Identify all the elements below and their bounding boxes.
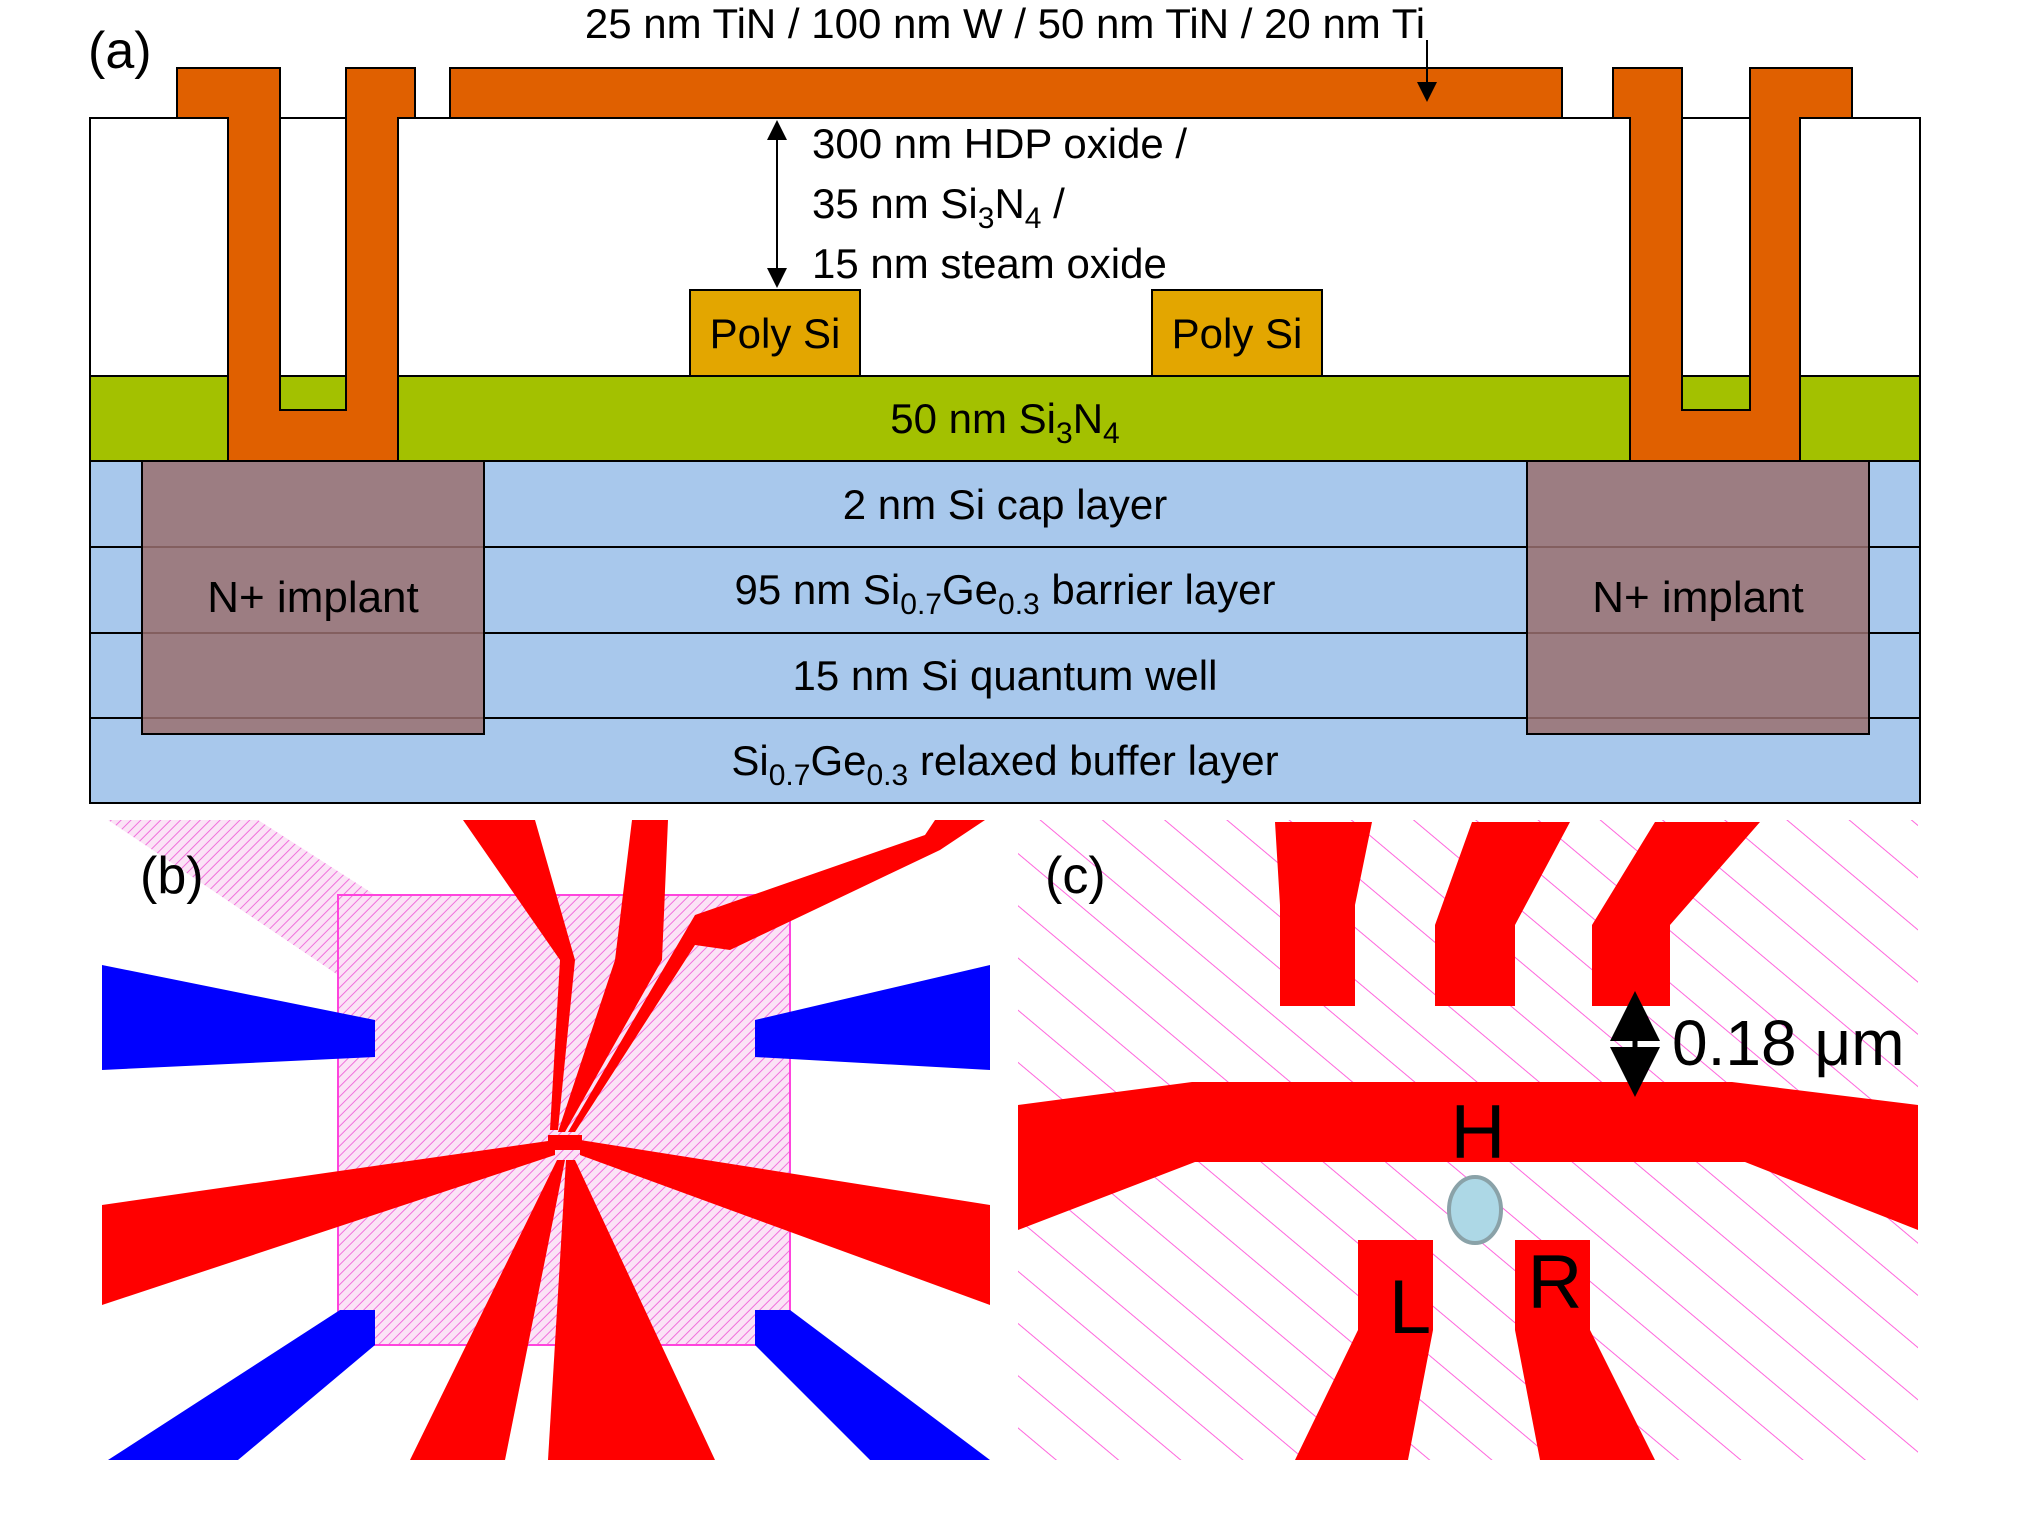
panel-b-gate-layout: (b) xyxy=(102,820,990,1460)
spacing-label: 0.18 μm xyxy=(1672,1007,1905,1079)
implant-right xyxy=(1526,460,1870,735)
gate-b-bottom-1 xyxy=(410,1160,565,1460)
buffer-layer-label: Si0.7Ge0.3 relaxed buffer layer xyxy=(731,737,1278,792)
gate-c-R xyxy=(1515,1240,1655,1460)
gate-L-label: L xyxy=(1389,1265,1431,1350)
metal-contact-left xyxy=(176,67,416,462)
gate-c-top-3 xyxy=(1592,822,1760,1006)
gate-b-top-1 xyxy=(463,820,575,1130)
poly-gate-left-label: Poly Si xyxy=(710,310,841,357)
panel-c-zoom: (c) 0.18 μm H L R xyxy=(1018,820,1918,1460)
gate-b-plunger xyxy=(548,1135,582,1150)
gate-H-label: H xyxy=(1451,1090,1506,1175)
oxide-label-line2: 35 nm Si3N4 / xyxy=(812,180,1065,235)
gate-b-bottom-3 xyxy=(569,1160,715,1460)
ohmic-contact-top-left xyxy=(102,965,375,1070)
gate-b-right-arm xyxy=(580,1140,990,1305)
quantum-well-label: 15 nm Si quantum well xyxy=(793,652,1218,699)
metal-stack-label: 25 nm TiN / 100 nm W / 50 nm TiN / 20 nm… xyxy=(585,0,1425,47)
gate-c-top-1 xyxy=(1275,822,1372,1006)
nitride-label: 50 nm Si3N4 xyxy=(890,395,1119,450)
metal-top-gate xyxy=(449,67,1563,119)
poly-gate-right-label: Poly Si xyxy=(1172,310,1303,357)
mesa-lead xyxy=(108,820,375,975)
implant-left-label: N+ implant xyxy=(207,573,419,622)
ohmic-contact-bottom-left xyxy=(108,1310,375,1460)
gate-R-label: R xyxy=(1528,1240,1583,1325)
implant-left xyxy=(141,460,485,735)
panel-b-label: (b) xyxy=(140,847,204,905)
gate-b-left-arm xyxy=(102,1140,555,1305)
implant-right-label: N+ implant xyxy=(1592,573,1804,622)
oxide-label-line1: 300 nm HDP oxide / xyxy=(812,120,1187,167)
poly-gate-left xyxy=(689,289,861,377)
ohmic-contact-bottom-right xyxy=(755,1310,990,1460)
gate-c-H xyxy=(1018,1082,1918,1230)
gate-c-L xyxy=(1295,1240,1433,1460)
poly-gate-right xyxy=(1151,289,1323,377)
panel-a-label: (a) xyxy=(88,22,152,80)
quantum-dot xyxy=(1447,1175,1503,1245)
panel-a-cross-section: (a) 25 nm TiN / 100 nm W / 50 nm TiN / 2… xyxy=(88,0,1921,804)
oxide-label-line3: 15 nm steam oxide xyxy=(812,240,1167,287)
cap-layer-label: 2 nm Si cap layer xyxy=(843,481,1167,528)
gate-c-top-2 xyxy=(1435,822,1570,1006)
gate-b-top-2 xyxy=(558,820,668,1132)
metal-contact-right xyxy=(1612,67,1853,462)
ohmic-contact-top-right xyxy=(755,965,990,1070)
barrier-layer-label: 95 nm Si0.7Ge0.3 barrier layer xyxy=(735,566,1276,621)
panel-c-label: (c) xyxy=(1045,847,1106,905)
